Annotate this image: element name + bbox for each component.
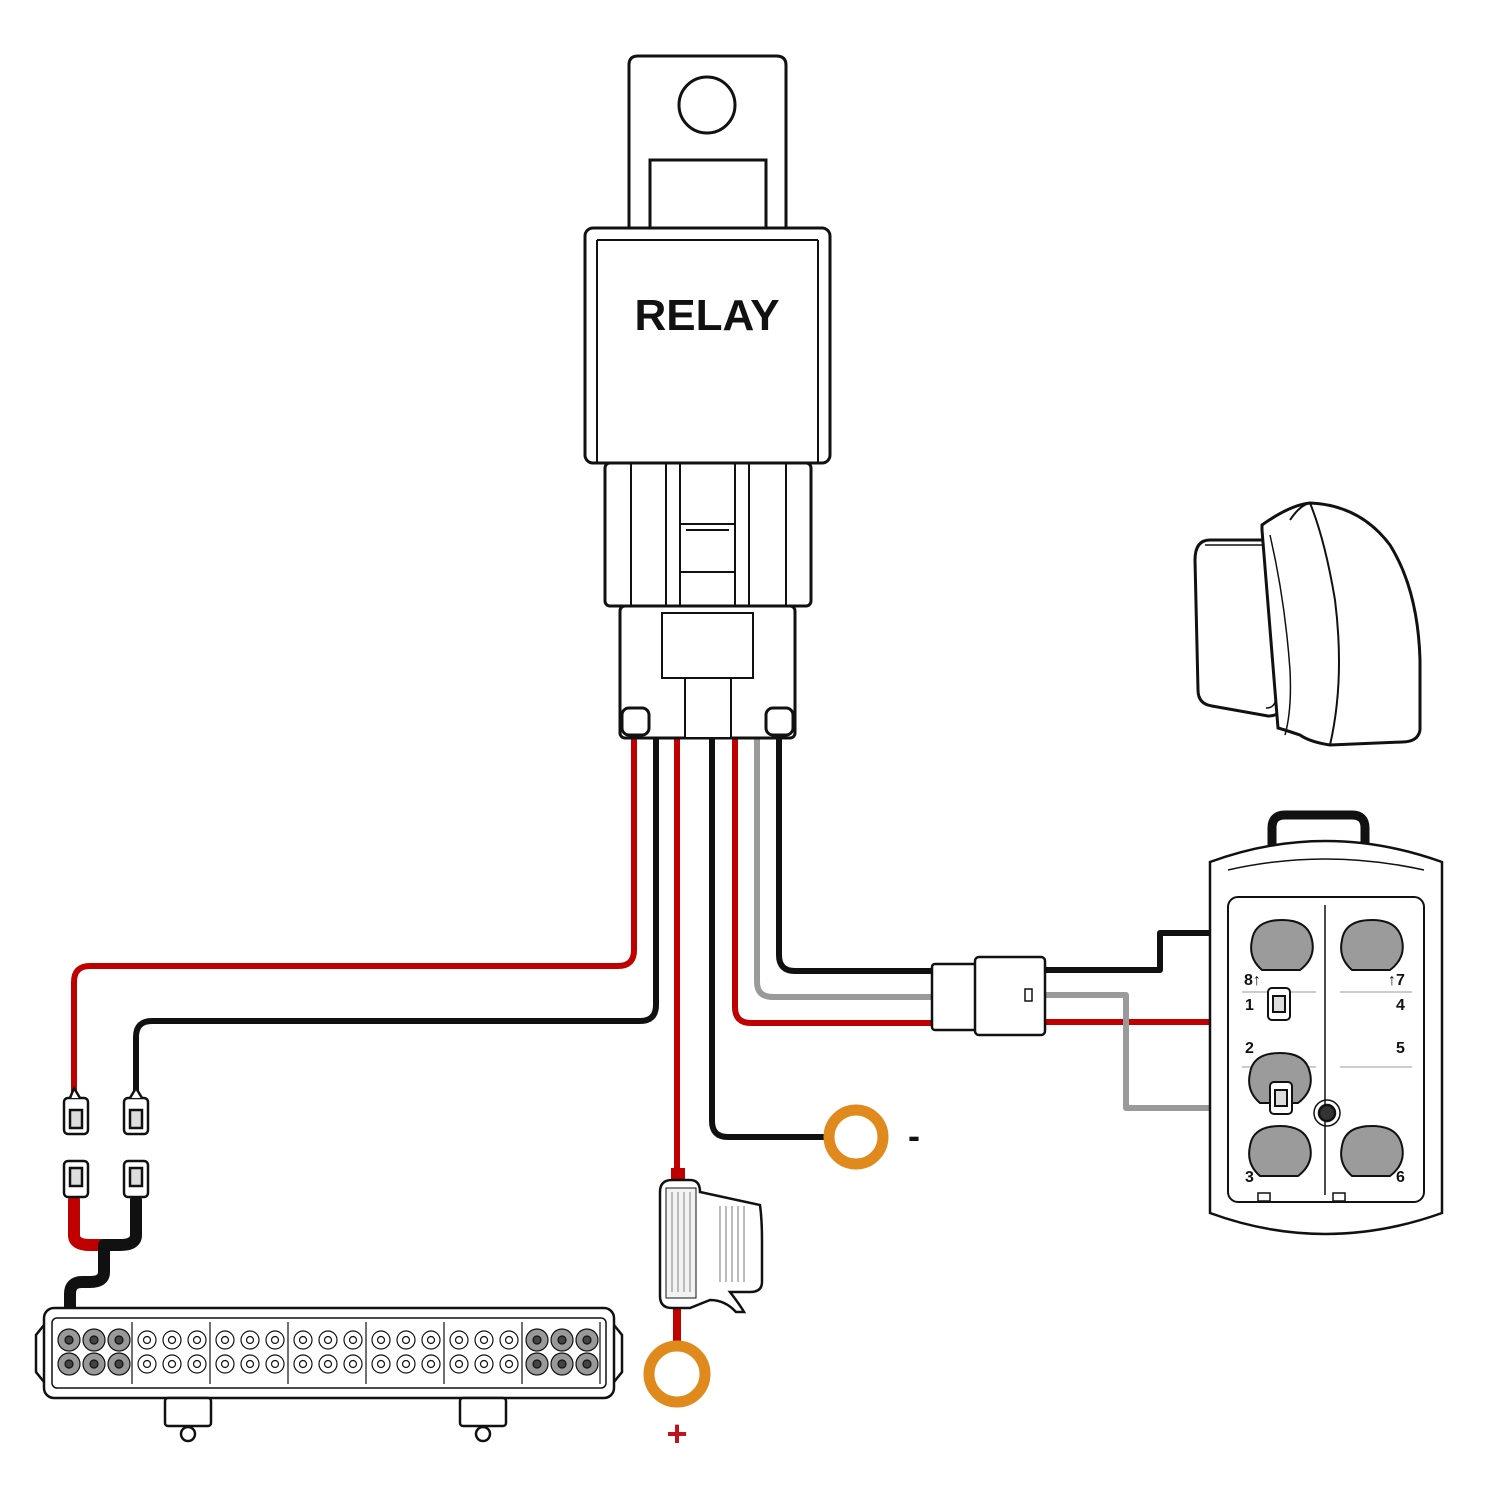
ring-terminal-positive: + [643, 1340, 711, 1454]
pin-6-terminal [1340, 1124, 1404, 1177]
pin-label-7: ↑7 [1388, 972, 1405, 989]
relay-mount-hole [677, 75, 737, 135]
ring-terminal-negative: - [823, 1104, 920, 1170]
pin-label-5: 5 [1396, 1040, 1405, 1057]
fuse-holder-icon [658, 1168, 764, 1314]
spade-connector-icon [62, 1085, 90, 1136]
pin-label-6: 6 [1396, 1169, 1405, 1186]
wire-black-lightbar [133, 735, 659, 1098]
led-light-bar-icon [34, 1306, 624, 1443]
pin-8-terminal [1250, 918, 1314, 971]
led-cells [57, 1322, 601, 1384]
spade-connector-icon [122, 1159, 150, 1199]
spade-connectors [62, 1085, 150, 1199]
pin-label-3: 3 [1245, 1169, 1254, 1186]
wire-connector-icon [930, 955, 1047, 1037]
relay-icon: RELAY [583, 54, 832, 740]
wires [64, 735, 1370, 1347]
wire-black-lightbar-lead [64, 1194, 142, 1314]
pin-label-8: 8↑ [1244, 972, 1261, 989]
pin-2-terminal [1248, 1051, 1312, 1104]
wire-red-switch [732, 735, 935, 1026]
relay-label: RELAY [634, 291, 779, 340]
wire-red-lightbar-lead [68, 1194, 110, 1251]
spade-connector-icon [122, 1085, 150, 1136]
pin-label-2: 2 [1245, 1040, 1254, 1057]
rocker-switch-icon [1193, 501, 1422, 747]
positive-label: + [666, 1413, 687, 1454]
relay-body [583, 226, 832, 465]
wire-gray-switch [754, 735, 935, 1000]
switch-back-icon: 8↑ ↑7 1 4 2 5 3 6 [1208, 839, 1444, 1236]
wire-black-ground [709, 735, 829, 1140]
ring-terminal-icon [643, 1340, 711, 1408]
wire-red-lightbar [71, 735, 637, 1098]
pin-label-1: 1 [1245, 997, 1254, 1014]
ring-terminal-icon [823, 1104, 889, 1170]
wire-black-loop [1267, 810, 1370, 945]
negative-label: - [908, 1115, 920, 1156]
pin-3-terminal [1248, 1124, 1312, 1177]
pin-7-terminal [1340, 918, 1404, 971]
spade-connector-icon [62, 1159, 90, 1199]
wire-black-switch [776, 735, 935, 974]
pin-label-4: 4 [1396, 997, 1405, 1014]
